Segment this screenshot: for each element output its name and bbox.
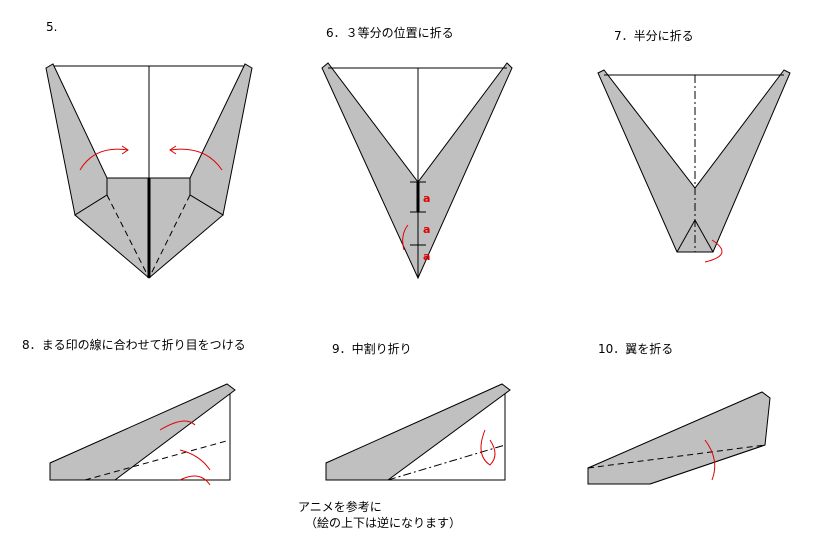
step-8-diagram — [49, 383, 236, 486]
note-line-2: （絵の上下は逆になります） — [305, 516, 462, 530]
mark-a-3: a — [423, 250, 430, 263]
step-10-label: 10．翼を折る — [598, 342, 674, 356]
mark-a-2: a — [423, 223, 430, 236]
step-6-label: 6．３等分の位置に折る — [326, 26, 454, 40]
step-7-label: 7．半分に折る — [614, 29, 694, 43]
mark-a-1: a — [423, 192, 430, 205]
step-8-label: 8．まる印の線に合わせて折り目をつける — [22, 338, 246, 352]
step-5-diagram — [45, 63, 253, 279]
step-10-diagram — [587, 391, 771, 485]
note-line-1: アニメを参考に — [298, 500, 382, 514]
step-6-diagram: a a a — [321, 62, 513, 280]
step-9-diagram — [325, 383, 511, 481]
step-5-label: 5. — [46, 20, 58, 34]
step-7-diagram — [597, 69, 791, 263]
step-9-label: 9．中割り折り — [332, 342, 412, 356]
